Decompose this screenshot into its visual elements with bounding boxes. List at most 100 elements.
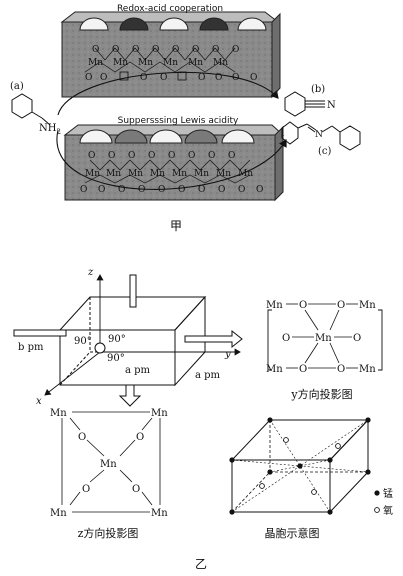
ymn: Mn: [359, 364, 376, 375]
lattice-o: O: [118, 185, 125, 195]
legend-mn-label: 锰: [383, 487, 393, 500]
top-slab-lattice: O O O O O O O O Mn Mn Mn Mn Mn Mn O O O …: [84, 45, 257, 83]
lattice-mn: Mn: [216, 169, 231, 179]
lattice-mn: Mn: [213, 58, 228, 68]
molecule-c-imine: [281, 121, 361, 151]
lattice-mn: Mn: [238, 169, 253, 179]
top-slab-label: Redox-acid cooperation: [117, 4, 223, 14]
zo: O: [78, 432, 86, 443]
lattice-o: O: [238, 185, 245, 195]
o-atom: [311, 489, 317, 495]
lattice-mn: Mn: [113, 58, 128, 68]
mn-atom: [229, 457, 235, 463]
zmn: Mn: [151, 508, 168, 519]
lattice-o: O: [128, 151, 135, 161]
lattice-o: O: [98, 185, 105, 195]
z-projection-diagram: Mn Mn O O Mn O O Mn Mn: [50, 408, 168, 519]
o-atom: [283, 437, 289, 443]
ymn: Mn: [266, 300, 283, 311]
oxygen-vacancy: [119, 71, 129, 81]
lattice-o: O: [218, 185, 225, 195]
origin-circle: [94, 342, 106, 354]
bottom-slab-label: Suppersssing Lewis acidity: [118, 116, 239, 126]
lattice-o: O: [198, 185, 205, 195]
ymn: Mn: [266, 364, 283, 375]
dim-b-label: b pm: [18, 342, 44, 353]
yo: O: [337, 300, 345, 311]
mn-atom: [327, 457, 333, 463]
unit-cell-diagram: [229, 417, 371, 515]
yo: O: [299, 300, 307, 311]
lattice-mn: Mn: [188, 58, 203, 68]
zmn: Mn: [151, 408, 168, 419]
lattice-o: O: [172, 45, 179, 55]
yo: O: [299, 364, 307, 375]
coordinate-axes: [44, 274, 241, 396]
mn-atom: [267, 469, 273, 475]
yo: O: [282, 333, 290, 344]
lattice-mn: Mn: [106, 169, 121, 179]
lattice-o: O: [100, 73, 107, 83]
lattice-mn: Mn: [128, 169, 143, 179]
lattice-o: O: [152, 45, 159, 55]
mn-atom: [365, 469, 371, 475]
axis-z-label: z: [87, 267, 94, 278]
o-atom: [259, 483, 265, 489]
lattice-o: O: [250, 73, 257, 83]
dim-a-label-2: a pm: [195, 370, 221, 381]
lattice-mn: Mn: [88, 58, 103, 68]
lattice-o: O: [112, 45, 119, 55]
zmn: Mn: [50, 508, 67, 519]
lattice-o: O: [208, 151, 215, 161]
axis-x-label: x: [36, 396, 42, 407]
molecule-b-benzonitrile: [284, 91, 325, 117]
y-projection-diagram: Mn O O Mn O Mn O Mn O O Mn: [266, 300, 383, 375]
mn-atom: [297, 463, 303, 469]
molecule-a-benzylamine: [11, 93, 51, 126]
zo: O: [136, 432, 144, 443]
lattice-o: O: [138, 185, 145, 195]
dim-a-label-1: a pm: [125, 365, 151, 376]
lattice-o: O: [212, 45, 219, 55]
lattice-mn: Mn: [85, 169, 100, 179]
lattice-mn: Mn: [163, 58, 178, 68]
lattice-o: O: [188, 151, 195, 161]
angle-label-3: 90°: [107, 353, 125, 364]
legend: 锰 氧: [374, 487, 393, 517]
lattice-o: O: [92, 45, 99, 55]
zmn: Mn: [50, 408, 67, 419]
ymn: Mn: [315, 333, 332, 344]
lattice-o: O: [108, 151, 115, 161]
lattice-o: O: [132, 45, 139, 55]
view-arrow-z: [129, 274, 137, 308]
yo: O: [337, 364, 345, 375]
zo: O: [132, 484, 140, 495]
molecule-b-n: N: [327, 100, 336, 111]
molecule-c-label: (c): [318, 146, 332, 157]
axis-y-label: y: [224, 349, 231, 360]
lattice-o: O: [80, 185, 87, 195]
lattice-o: O: [198, 73, 205, 83]
lattice-o: O: [256, 185, 263, 195]
angle-label-1: 90°: [74, 336, 92, 347]
top-catalyst-slab: [60, 11, 281, 99]
lattice-o: O: [168, 151, 175, 161]
lattice-o: O: [228, 151, 235, 161]
y-projection-caption: y方向投影图: [290, 387, 352, 401]
lattice-o: O: [160, 73, 167, 83]
reaction-arrow-a-to-c: [56, 129, 287, 190]
zmn: Mn: [100, 459, 117, 470]
ymn: Mn: [359, 300, 376, 311]
reaction-arrow-a-to-b: [57, 71, 279, 116]
lattice-mn: Mn: [150, 169, 165, 179]
z-projection-caption: z方向投影图: [78, 526, 139, 540]
unit-cell-caption: 晶胞示意图: [265, 526, 320, 540]
o-atom: [335, 443, 341, 449]
lattice-o: O: [148, 151, 155, 161]
molecule-a-label: (a): [10, 81, 24, 92]
view-arrow-b: [13, 329, 67, 337]
yo: O: [353, 333, 361, 344]
molecule-c-n: N: [315, 130, 323, 140]
bottom-slab-lattice: O O O O O O O O Mn Mn Mn Mn Mn Mn Mn Mn …: [80, 151, 263, 195]
